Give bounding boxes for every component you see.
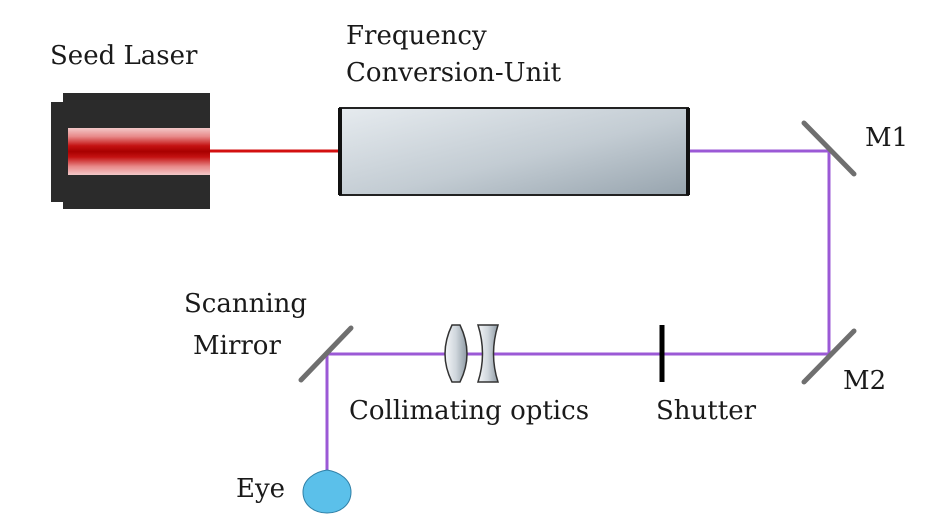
scanning-mirror [298, 325, 354, 383]
label-scanning-line2: Mirror [193, 331, 281, 361]
eye [302, 469, 352, 514]
frequency-conversion-unit [339, 107, 689, 196]
laser-glow [68, 128, 210, 175]
label-collimating-optics: Collimating optics [349, 396, 589, 426]
label-fcu-line2: Conversion-Unit [346, 58, 562, 88]
label-seed-laser: Seed Laser [50, 41, 198, 71]
label-scanning-line1: Scanning [184, 289, 307, 319]
eye-shape [302, 469, 352, 514]
label-m1: M1 [865, 123, 908, 153]
collimating-optics [444, 324, 500, 383]
uv-beam-to-m1 [688, 149, 831, 354]
label-eye: Eye [236, 474, 285, 504]
label-m2: M2 [843, 366, 886, 396]
convex-lens [444, 324, 468, 383]
label-fcu-line1: Frequency [346, 21, 487, 51]
label-shutter: Shutter [656, 396, 757, 426]
mirror-m2 [801, 328, 857, 385]
mirror-m1 [801, 120, 857, 177]
seed-laser [51, 93, 210, 209]
concave-lens [476, 324, 500, 383]
laser-end-cap [51, 102, 63, 202]
